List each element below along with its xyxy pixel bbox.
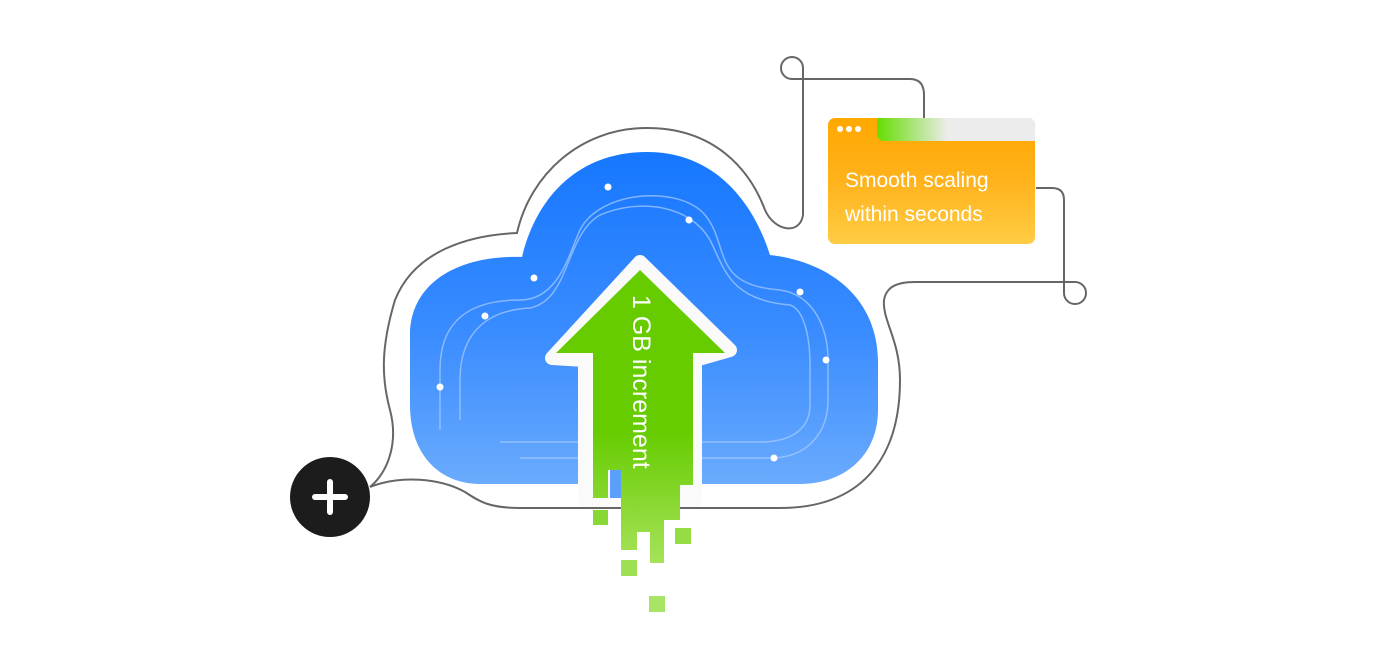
cloud-outline bbox=[369, 187, 1087, 509]
add-button[interactable] bbox=[290, 457, 370, 537]
upload-arrow: 1 GB increment bbox=[545, 255, 737, 612]
circuit-dots bbox=[436, 183, 830, 462]
feature-card: Smooth scaling within seconds bbox=[828, 118, 1035, 244]
cloud-circuit-lines bbox=[439, 195, 829, 459]
card-line-1: Smooth scaling bbox=[845, 169, 989, 192]
connector-lines bbox=[369, 56, 1087, 509]
card-line-2: within seconds bbox=[844, 203, 983, 226]
arrow-label: 1 GB increment bbox=[627, 295, 655, 469]
plus-icon bbox=[312, 479, 348, 515]
dots-icon bbox=[837, 126, 861, 132]
